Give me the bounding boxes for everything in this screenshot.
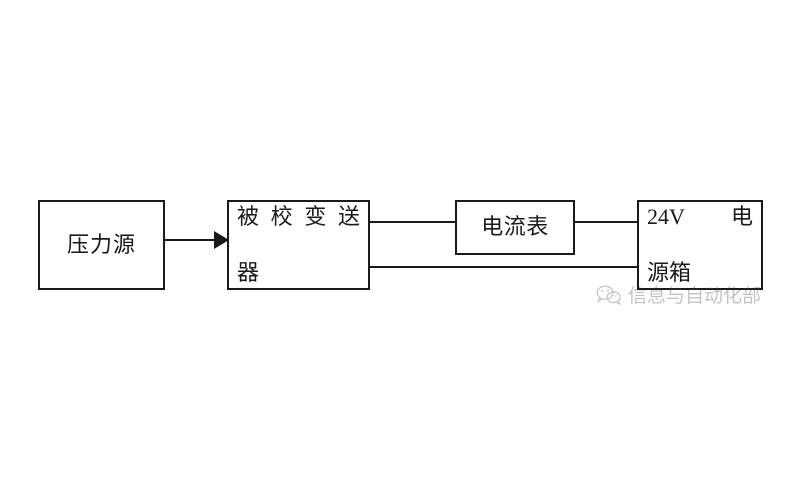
- node-power-supply-box: 24V 电 源箱: [637, 200, 763, 290]
- node-transmitter: 被 校 变 送 器: [227, 200, 370, 290]
- node-pressure-source-label: 压力源: [66, 231, 136, 257]
- wechat-logo-icon: [596, 285, 622, 305]
- node-power-supply-box-label-line-1: 24V 电: [647, 203, 753, 229]
- connector-ammeter-to-power-supply-box: [573, 221, 639, 223]
- node-ammeter-label: 电流表: [481, 214, 549, 240]
- connector-pressure-to-transmitter-shaft: [165, 239, 217, 241]
- node-power-supply-box-label: 24V 电 源箱: [647, 175, 753, 316]
- connector-transmitter-to-power-supply-box: [368, 266, 639, 268]
- arrow-head-icon: [214, 231, 229, 249]
- node-transmitter-label-line-1: 被 校 变 送: [237, 203, 360, 229]
- node-pressure-source: 压力源: [38, 200, 165, 290]
- node-transmitter-label: 被 校 变 送 器: [237, 175, 360, 316]
- node-ammeter: 电流表: [455, 200, 575, 255]
- node-transmitter-label-line-2: 器: [237, 260, 260, 286]
- node-power-supply-box-label-line-2: 源箱: [647, 260, 692, 286]
- connector-transmitter-to-ammeter: [368, 221, 457, 223]
